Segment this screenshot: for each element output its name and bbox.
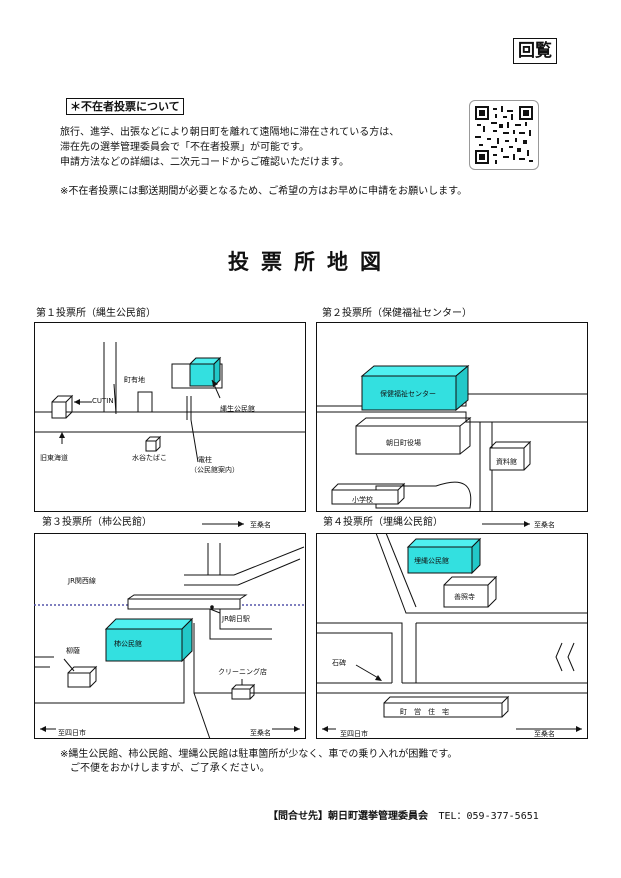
notice-title: ＊不在者投票について bbox=[66, 98, 184, 115]
contact-info: 【問合せ先】朝日町選挙管理委員会 TEL：059-377-5651 bbox=[268, 807, 539, 822]
map1-hall-name: 縄生公民館 bbox=[220, 404, 255, 413]
map3-direction-top: 至桑名 bbox=[202, 520, 271, 529]
closing-line: ご不便をおかけしますが、ご了承ください。 bbox=[60, 763, 270, 774]
qr-code-icon bbox=[475, 106, 533, 164]
map4-hall: 埋縄公民館 bbox=[414, 556, 449, 565]
notice-line: 旅行、進学、出張などにより朝日町を離れて遠隔地に滞在されている方は、 bbox=[60, 127, 400, 138]
map4-temple: 善照寺 bbox=[454, 592, 475, 601]
map-2: 保健福祉センター 朝日町役場 資料館 小学校 bbox=[316, 322, 588, 512]
map2-center: 保健福祉センター bbox=[380, 389, 436, 398]
map1-pole: 電柱 bbox=[198, 455, 212, 464]
map3-dir-left-text: 至四日市 bbox=[58, 728, 86, 737]
notice-line: 滞在先の選挙管理委員会で「不在者投票」が可能です。 bbox=[60, 142, 309, 153]
map4-stone: 石碑 bbox=[332, 658, 346, 667]
map4-dir-right-text: 至桑名 bbox=[534, 729, 555, 738]
map4-housing: 町 営 住 宅 bbox=[400, 707, 449, 716]
map-3: JR関西線 柿公民館 JR朝日駅 柳薩 クリーニング店 至四日市 至桑名 bbox=[34, 533, 306, 739]
map-label-3: 第３投票所（柿公民館） bbox=[42, 517, 152, 528]
map1-shop: 水谷たばこ bbox=[132, 453, 167, 462]
map2-direction: 至桑名 bbox=[482, 520, 555, 529]
map1-pole-note: （公民館案内） bbox=[190, 465, 239, 474]
map3-cleaning: クリーニング店 bbox=[218, 667, 267, 676]
map3-rail-line: JR関西線 bbox=[67, 576, 96, 585]
map-label-1: 第１投票所（縄生公民館） bbox=[36, 308, 156, 319]
map3-dir-top-text: 至桑名 bbox=[250, 520, 271, 529]
map3-kakinaga: 柳薩 bbox=[66, 646, 80, 655]
map2-museum: 資料館 bbox=[496, 457, 517, 466]
closing-note: ※縄生公民館、柿公民館、埋縄公民館は駐車箇所が少なく、車での乗り入れが困難です。… bbox=[60, 748, 457, 776]
map-1: CUTIN 町有地 縄生公民館 旧東海道 水谷たばこ 電柱 （公民館案内） bbox=[34, 322, 306, 512]
map-label-4: 第４投票所（埋縄公民館） bbox=[323, 517, 443, 528]
map2-school: 小学校 bbox=[352, 495, 373, 504]
contact-label: 【問合せ先】朝日町選挙管理委員会 bbox=[268, 811, 428, 822]
contact-tel[interactable]: TEL：059-377-5651 bbox=[438, 811, 539, 822]
map-4: 埋縄公民館 善照寺 石碑 町 営 住 宅 至四日市 至桑名 bbox=[316, 533, 588, 739]
notice-body: 旅行、進学、出張などにより朝日町を離れて遠隔地に滞在されている方は、 滞在先の選… bbox=[60, 125, 460, 170]
map4-dir-left-text: 至四日市 bbox=[340, 729, 368, 738]
map2-office: 朝日町役場 bbox=[386, 438, 421, 447]
map1-townland: 町有地 bbox=[124, 375, 145, 384]
page-title: 投票所地図 bbox=[228, 250, 393, 274]
map3-hall: 柿公民館 bbox=[114, 639, 142, 648]
map-label-2: 第２投票所（保健福祉センター） bbox=[322, 308, 472, 319]
map1-cutin: CUTIN bbox=[92, 397, 114, 405]
notice-line: 申請方法などの詳細は、二次元コードからご確認いただけます。 bbox=[60, 157, 349, 168]
map3-dir-right-text: 至桑名 bbox=[250, 728, 271, 737]
notice-postscript: ※不在者投票には郵送期間が必要となるため、ご希望の方はお早めに申請をお願いします… bbox=[60, 186, 468, 197]
circulation-badge: 回覧 bbox=[513, 38, 557, 64]
map3-station: JR朝日駅 bbox=[221, 615, 250, 623]
map1-old-road: 旧東海道 bbox=[40, 453, 68, 462]
map2-dir-text: 至桑名 bbox=[534, 520, 555, 529]
closing-line: ※縄生公民館、柿公民館、埋縄公民館は駐車箇所が少なく、車での乗り入れが困難です。 bbox=[60, 749, 458, 760]
qr-code[interactable] bbox=[469, 100, 539, 170]
